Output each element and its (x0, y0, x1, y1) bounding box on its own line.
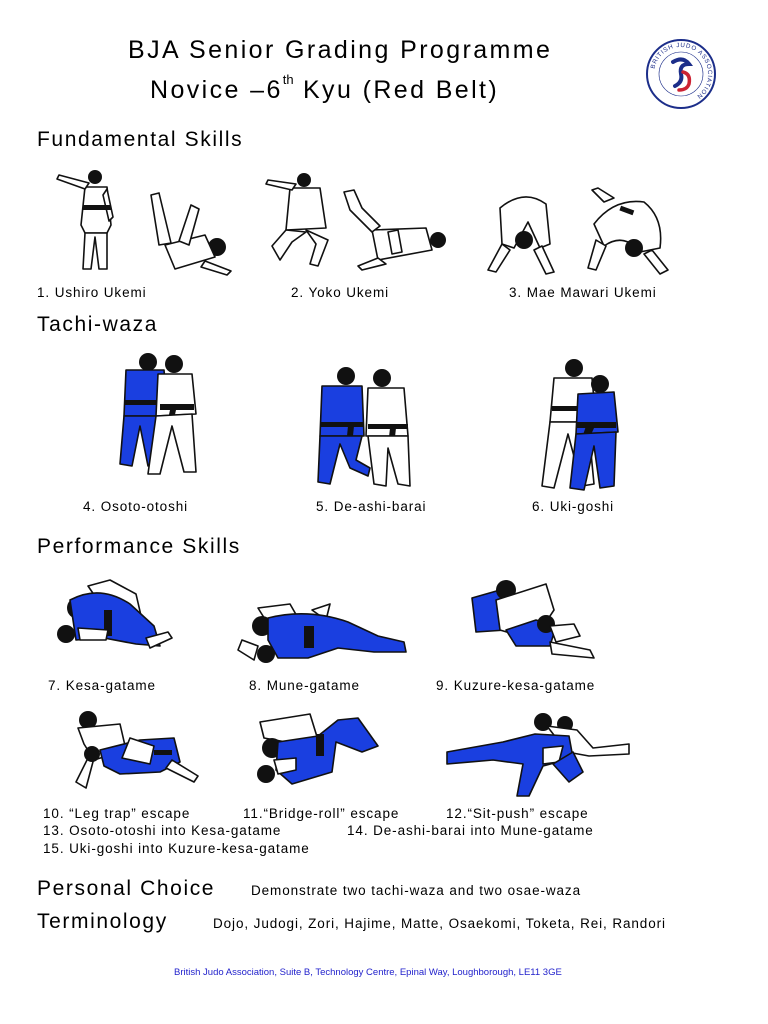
leg-trap-escape-illustration (75, 711, 199, 789)
osoto-otoshi-illustration (119, 353, 197, 475)
title-line-2-before: Novice –6 (150, 76, 283, 104)
blue-judoka (446, 733, 574, 797)
caption-item-13: 13. Osoto-otoshi into Kesa-gatame (43, 823, 282, 838)
blue-judoka (569, 375, 619, 491)
caption-item-5: 5. De-ashi-barai (316, 499, 427, 514)
heading-fundamental-skills: Fundamental Skills (37, 128, 244, 151)
title-line-2-after: Kyu (Red Belt) (293, 76, 500, 104)
kesa-gatame-illustration (57, 579, 173, 649)
heading-terminology: Terminology (37, 910, 168, 933)
caption-item-9: 9. Kuzure-kesa-gatame (436, 678, 596, 693)
caption-item-15: 15. Uki-goshi into Kuzure-kesa-gatame (43, 841, 310, 856)
caption-item-3: 3. Mae Mawari Ukemi (509, 285, 657, 300)
caption-item-10: 10. “Leg trap” escape (43, 806, 191, 821)
sit-push-escape-illustration (446, 713, 630, 797)
title-line-2: Novice –6th Kyu (Red Belt) (150, 72, 500, 105)
blue-judoka (275, 717, 379, 785)
mae-mawari-ukemi-illustration (487, 187, 669, 275)
caption-item-1: 1. Ushiro Ukemi (37, 285, 147, 300)
white-judoka (365, 369, 411, 487)
rolling-forward-judoka (587, 187, 669, 275)
caption-item-4: 4. Osoto-otoshi (83, 499, 189, 514)
crouching-judoka (265, 173, 329, 267)
mune-gatame-illustration (237, 603, 407, 663)
heading-performance-skills: Performance Skills (37, 535, 241, 558)
footer-address: British Judo Association, Suite B, Techn… (174, 967, 562, 978)
kuzure-kesa-gatame-illustration (471, 580, 595, 659)
bridge-roll-escape-illustration (257, 713, 379, 785)
caption-item-14: 14. De-ashi-barai into Mune-gatame (347, 823, 594, 838)
caption-item-6: 6. Uki-goshi (532, 499, 615, 514)
caption-item-12: 12.“Sit-push” escape (446, 806, 589, 821)
personal-choice-text: Demonstrate two tachi-waza and two osae-… (251, 883, 581, 898)
standing-judoka (56, 170, 114, 270)
yoko-ukemi-illustration (265, 173, 446, 271)
caption-item-2: 2. Yoko Ukemi (291, 285, 389, 300)
ushiro-ukemi-illustration (56, 170, 232, 276)
bja-logo: BRITISH JUDO ASSOCIATION (646, 39, 716, 109)
caption-item-7: 7. Kesa-gatame (48, 678, 156, 693)
falling-judoka (150, 192, 232, 276)
caption-item-11: 11.“Bridge-roll” escape (243, 806, 400, 821)
heading-personal-choice: Personal Choice (37, 877, 216, 900)
blue-judoka (267, 613, 407, 659)
heading-tachi-waza: Tachi-waza (37, 313, 159, 336)
title-line-1: BJA Senior Grading Programme (128, 36, 553, 64)
caption-item-8: 8. Mune-gatame (249, 678, 360, 693)
bending-judoka (487, 196, 555, 275)
title-line-2-sup: th (282, 72, 294, 87)
blue-judoka (317, 367, 371, 485)
de-ashi-barai-illustration (317, 367, 411, 487)
terminology-text: Dojo, Judogi, Zori, Hajime, Matte, Osaek… (213, 916, 666, 931)
white-judoka (147, 355, 197, 475)
uki-goshi-illustration (541, 359, 619, 491)
rolling-judoka (343, 189, 446, 271)
